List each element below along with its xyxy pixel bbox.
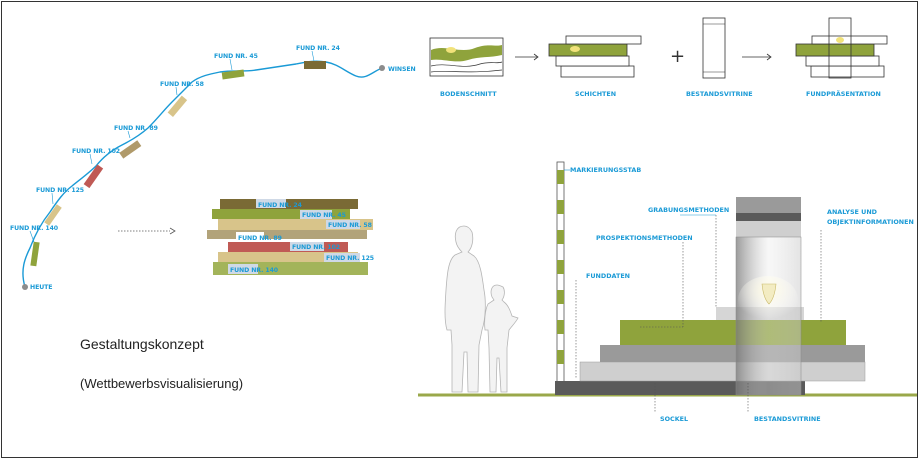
- caption-subtitle: (Wettbewerbsvisualisierung): [80, 376, 244, 391]
- timeline-segment-102: [83, 164, 104, 189]
- stack-label-24: FUND NR. 24: [258, 202, 303, 209]
- timeline-segment-125: [44, 204, 62, 226]
- find-timeline: HEUTE WINSEN FUND NR. 140 FUND NR. 125 F…: [10, 45, 416, 291]
- label-showcase: BESTANDSVITRINE: [754, 415, 821, 423]
- process-step-schichten: [548, 35, 642, 78]
- timeline-to-stack-arrow: [118, 227, 176, 235]
- timeline-segment-89: [119, 140, 142, 159]
- stack-label-45: FUND NR. 45: [302, 212, 346, 219]
- process-plus: +: [670, 46, 685, 67]
- stack-label-58: FUND NR. 58: [328, 222, 372, 229]
- timeline-label-89: FUND NR. 89: [114, 125, 158, 132]
- label-plinth: SOCKEL: [660, 415, 688, 423]
- stack-label-89: FUND NR. 89: [238, 235, 282, 242]
- label-excavation: GRABUNGSMETHODEN: [648, 206, 729, 214]
- timeline-start-label: HEUTE: [30, 284, 52, 291]
- timeline-segment-45: [221, 69, 245, 80]
- timeline-segment-24: [304, 61, 326, 69]
- timeline-label-140: FUND NR. 140: [10, 225, 59, 232]
- label-finddata: FUNDDATEN: [586, 272, 630, 280]
- timeline-label-102: FUND NR. 102: [72, 148, 120, 155]
- process-step-fundpraesentation: [795, 17, 888, 79]
- person-silhouette: [444, 225, 486, 393]
- caption-title: Gestaltungskonzept: [80, 336, 204, 352]
- section-labels: GRABUNGSMETHODEN ANALYSE UND OBJEKTINFOR…: [575, 206, 914, 423]
- label-prospection: PROSPEKTIONSMETHODEN: [596, 234, 693, 242]
- timeline-segment-58: [167, 95, 188, 117]
- timeline-label-24: FUND NR. 24: [296, 45, 341, 52]
- process-label-bestandsvitrine: BESTANDSVITRINE: [686, 90, 753, 98]
- label-marker-pole: MARKIERUNGSSTAB: [570, 166, 641, 174]
- process-step-bestandsvitrine: [702, 17, 726, 79]
- find-vessel: [761, 283, 777, 305]
- timeline-label-45: FUND NR. 45: [214, 53, 258, 60]
- stack-label-102: FUND NR. 102: [292, 244, 340, 251]
- find-layer-stack: FUND NR. 24 FUND NR. 45 FUND NR. 58 FUND…: [207, 199, 374, 275]
- process-arrow-1: [515, 53, 539, 61]
- child-silhouette: [484, 284, 519, 393]
- timeline-label-125: FUND NR. 125: [36, 187, 84, 194]
- timeline-end-label: WINSEN: [388, 66, 416, 73]
- process-label-schichten: SCHICHTEN: [575, 90, 616, 98]
- showcase-column: [735, 197, 802, 396]
- timeline-label-58: FUND NR. 58: [160, 81, 204, 88]
- marker-pole: [556, 161, 565, 383]
- stack-label-140: FUND NR. 140: [230, 267, 279, 274]
- label-analysis-1: ANALYSE UND: [827, 208, 877, 216]
- stack-label-125: FUND NR. 125: [326, 255, 374, 262]
- process-label-bodenschnitt: BODENSCHNITT: [440, 90, 497, 98]
- timeline-start-dot: [22, 284, 28, 290]
- timeline-end-dot: [379, 65, 385, 71]
- timeline-segment-140: [30, 241, 40, 267]
- process-label-fundpraesentation: FUNDPRÄSENTATION: [806, 89, 881, 98]
- label-analysis-2: OBJEKTINFORMATIONEN: [827, 218, 914, 226]
- process-step-bodenschnitt: [429, 37, 504, 77]
- process-arrow-2: [742, 53, 772, 61]
